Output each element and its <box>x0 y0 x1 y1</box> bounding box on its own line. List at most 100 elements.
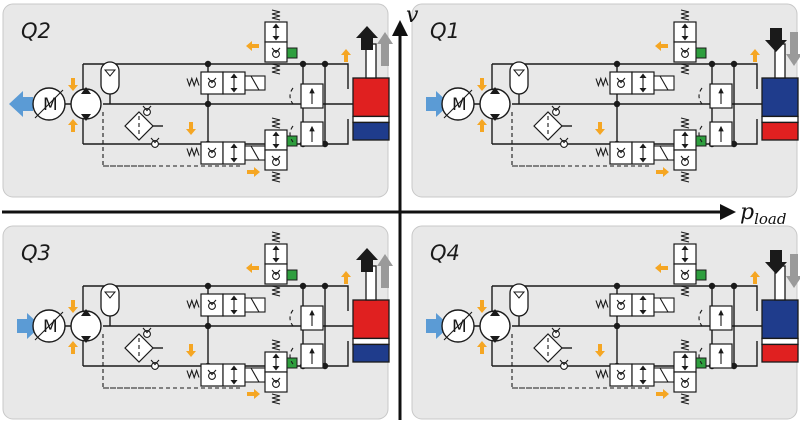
spring-symbol <box>271 171 281 183</box>
hydraulic-line <box>492 119 758 145</box>
vertical-directional-valve <box>673 9 707 75</box>
pilot-line <box>698 87 703 105</box>
check-valve-ball <box>617 302 625 310</box>
motor-direction-arrow <box>9 91 33 117</box>
cylinder-velocity-arrow <box>356 26 378 50</box>
spring-symbol <box>595 76 609 88</box>
load-pressure-axis-label-main: p <box>740 200 754 225</box>
junction-dot <box>730 60 738 68</box>
spring-symbol <box>271 117 281 129</box>
pilot-line <box>289 309 294 327</box>
valve-actuator <box>286 269 298 281</box>
hydraulic-line <box>83 285 349 311</box>
check-valve-seat <box>271 269 281 276</box>
flow-direction-arrow-head <box>595 344 605 357</box>
spring-symbol <box>595 368 609 380</box>
flow-direction-arrow <box>247 167 260 177</box>
check-valve-ball <box>681 158 689 166</box>
valve-flow-arrowhead <box>272 353 280 358</box>
check-valve-seat <box>150 359 160 366</box>
load-pressure-axis-label-sub: load <box>754 210 786 228</box>
flow-direction-arrow-head <box>68 78 78 91</box>
check-valve-seat <box>616 369 626 376</box>
quadrant-label: Q4 <box>430 241 460 265</box>
pressure-relief-valve <box>698 121 733 147</box>
cylinder-piston <box>761 115 799 124</box>
check-valve-ball <box>272 158 280 166</box>
check-valve-seat <box>616 147 626 154</box>
spring-symbol <box>271 63 281 75</box>
junction-dot <box>613 100 621 108</box>
vertical-directional-valve <box>264 231 298 297</box>
quadrant-q4: MQ4 <box>426 231 800 405</box>
spring-symbol <box>680 117 690 129</box>
vertical-directional-valve <box>264 9 298 75</box>
velocity-axis-label: v <box>406 3 419 28</box>
accumulator-triangle <box>512 291 526 299</box>
check-valve-ball <box>552 330 560 338</box>
pump-triangle <box>81 114 91 121</box>
spring-symbol <box>186 76 200 88</box>
pressure-relief-valve <box>289 305 324 331</box>
spring-symbol <box>271 339 281 351</box>
electric-motor-label: M <box>43 95 58 115</box>
reference-velocity-arrow <box>786 254 800 288</box>
spring-symbol <box>680 339 690 351</box>
valve-flow-arrowhead <box>639 295 647 300</box>
reference-velocity-arrow <box>377 32 393 66</box>
pressure-relief-valve <box>289 121 324 147</box>
accumulator <box>509 283 529 317</box>
valve-flow-arrowhead <box>230 73 238 78</box>
valve-flow-arrowhead <box>681 131 689 136</box>
hydraulic-line <box>34 311 64 341</box>
reference-velocity-arrow <box>377 254 393 288</box>
flow-direction-arrow <box>246 263 259 273</box>
pilot-line <box>698 125 703 143</box>
spring-symbol <box>680 231 690 243</box>
valve-flow-arrowhead <box>272 36 280 41</box>
check-valve-seat <box>559 137 569 144</box>
check-valve-ball <box>617 80 625 88</box>
cylinder-rod-chamber <box>761 299 799 340</box>
accumulator-triangle <box>103 291 117 299</box>
flow-direction-arrow-head <box>68 119 78 132</box>
pressure-relief-valve <box>698 343 733 369</box>
directional-valve <box>186 71 266 95</box>
check-valve-ball <box>151 362 159 370</box>
electric-motor-label: M <box>43 317 58 337</box>
accumulator <box>100 61 120 95</box>
spring-symbol <box>595 146 609 158</box>
spring-symbol <box>186 146 200 158</box>
hydraulic-line <box>659 75 669 91</box>
cylinder-head-chamber <box>352 121 390 141</box>
spring-symbol <box>680 63 690 75</box>
valve-flow-arrowhead <box>639 88 647 93</box>
spring-symbol <box>186 298 200 310</box>
flow-direction-arrow <box>68 78 78 91</box>
check-valve-ball <box>552 108 560 116</box>
spring-symbol <box>271 285 281 297</box>
flow-direction-arrow-head <box>68 341 78 354</box>
junction-dot <box>204 282 212 290</box>
flow-direction-arrow-head <box>656 389 669 399</box>
valve-flow-arrowhead <box>230 380 238 385</box>
motor-direction-arrow <box>426 91 450 117</box>
flow-direction-arrow-head <box>341 49 351 62</box>
directional-valve <box>595 363 675 387</box>
flow-direction-arrow-head <box>246 263 259 273</box>
spring-symbol <box>271 393 281 405</box>
directional-valve <box>595 293 675 317</box>
flow-direction-arrow-head <box>247 167 260 177</box>
hydraulic-line <box>443 89 473 119</box>
check-valve-seat <box>559 359 569 366</box>
pump-triangle <box>490 309 500 316</box>
flow-direction-arrow-head <box>655 263 668 273</box>
check-valve-seat <box>680 155 690 162</box>
spring-symbol <box>680 9 690 21</box>
cylinder-rod-chamber <box>352 299 390 340</box>
valve-flow-arrowhead <box>681 258 689 263</box>
valve-flow-arrowhead <box>639 73 647 78</box>
pilot-line <box>289 87 294 105</box>
cylinder-velocity-arrow <box>765 28 787 52</box>
hydraulic-line <box>250 297 260 313</box>
